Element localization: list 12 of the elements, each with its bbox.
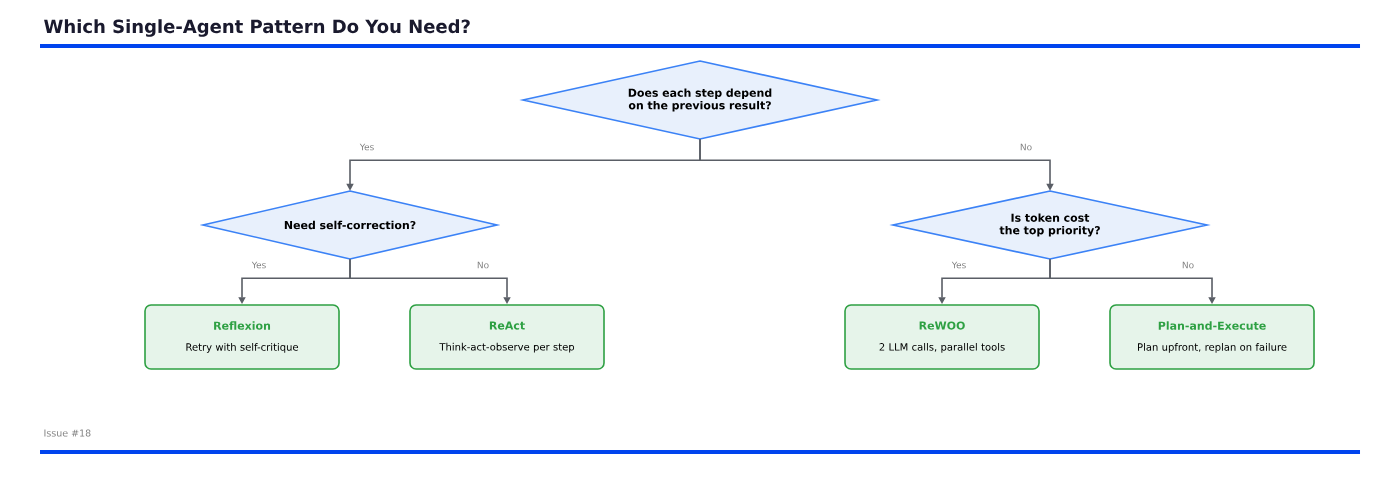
title: Which Single-Agent Pattern Do You Need? xyxy=(44,19,470,37)
edge-label: Yes xyxy=(358,142,376,152)
edge-label: No xyxy=(1180,260,1196,270)
result-box: Plan-and-Execute Plan upfront, replan on failure xyxy=(1109,304,1315,370)
result-box: ReWOO 2 LLM calls, parallel tools xyxy=(844,304,1040,370)
footer-text: Issue #18 xyxy=(44,429,91,437)
edge-label: Yes xyxy=(950,260,968,270)
edge-label: Yes xyxy=(250,260,268,270)
edge-label: No xyxy=(475,260,491,270)
edge-label: No xyxy=(1018,142,1034,152)
result-box: ReAct Think-act-observe per step xyxy=(409,304,605,370)
result-box: Reflexion Retry with self-critique xyxy=(144,304,340,370)
